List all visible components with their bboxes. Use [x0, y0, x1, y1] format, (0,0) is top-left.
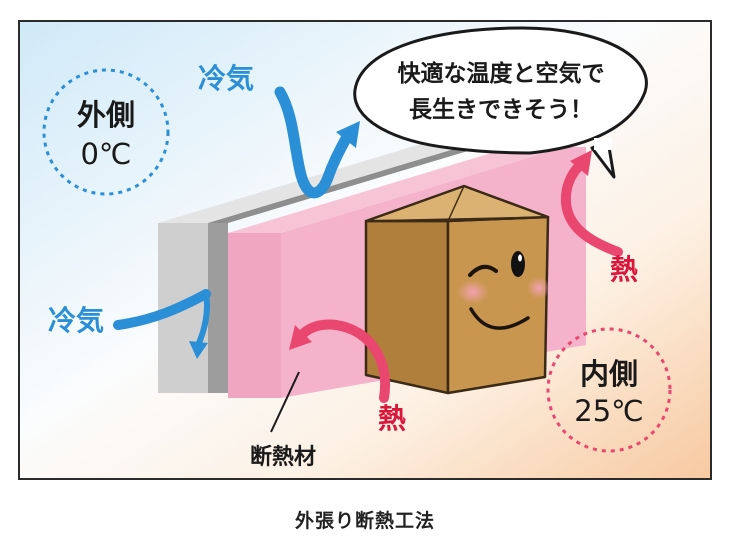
figure-caption: 外張り断熱工法	[294, 510, 435, 532]
inside-label: 内側	[580, 357, 638, 391]
cold-air-label-top: 冷気	[198, 62, 254, 95]
heat-label-right: 熱	[610, 253, 638, 286]
speech-line-2: 長生きできそう！	[409, 97, 593, 123]
cold-air-arrow-left: 冷気	[48, 289, 211, 359]
inside-temperature: 25℃	[574, 394, 643, 428]
cold-air-label-left: 冷気	[48, 304, 104, 337]
outside-label: 外側	[77, 98, 135, 132]
outside-temp-badge: 外側 0℃	[42, 68, 170, 196]
heat-arrow-bottom: 熱	[289, 319, 406, 435]
insulation-label-group: 断熱材	[250, 371, 316, 470]
heat-arrow-right: 熱	[560, 150, 638, 286]
outside-temperature: 0℃	[80, 137, 131, 171]
box-character	[364, 184, 551, 395]
diagram-frame	[18, 20, 712, 480]
insulation-label: 断熱材	[250, 444, 316, 470]
insulation-diagram: 外側 0℃ 内側 25℃ 冷気 冷気 熱 熱 快適な温度と空気で 長生きできそ	[18, 20, 712, 480]
heat-label-bottom: 熱	[378, 402, 406, 435]
speech-bubble: 快適な温度と空気で 長生きできそう！	[353, 26, 648, 179]
speech-line-1: 快適な温度と空気で	[398, 60, 605, 87]
cold-air-arrow-top: 冷気	[198, 62, 360, 199]
inside-temp-badge: 内側 25℃	[546, 327, 672, 453]
